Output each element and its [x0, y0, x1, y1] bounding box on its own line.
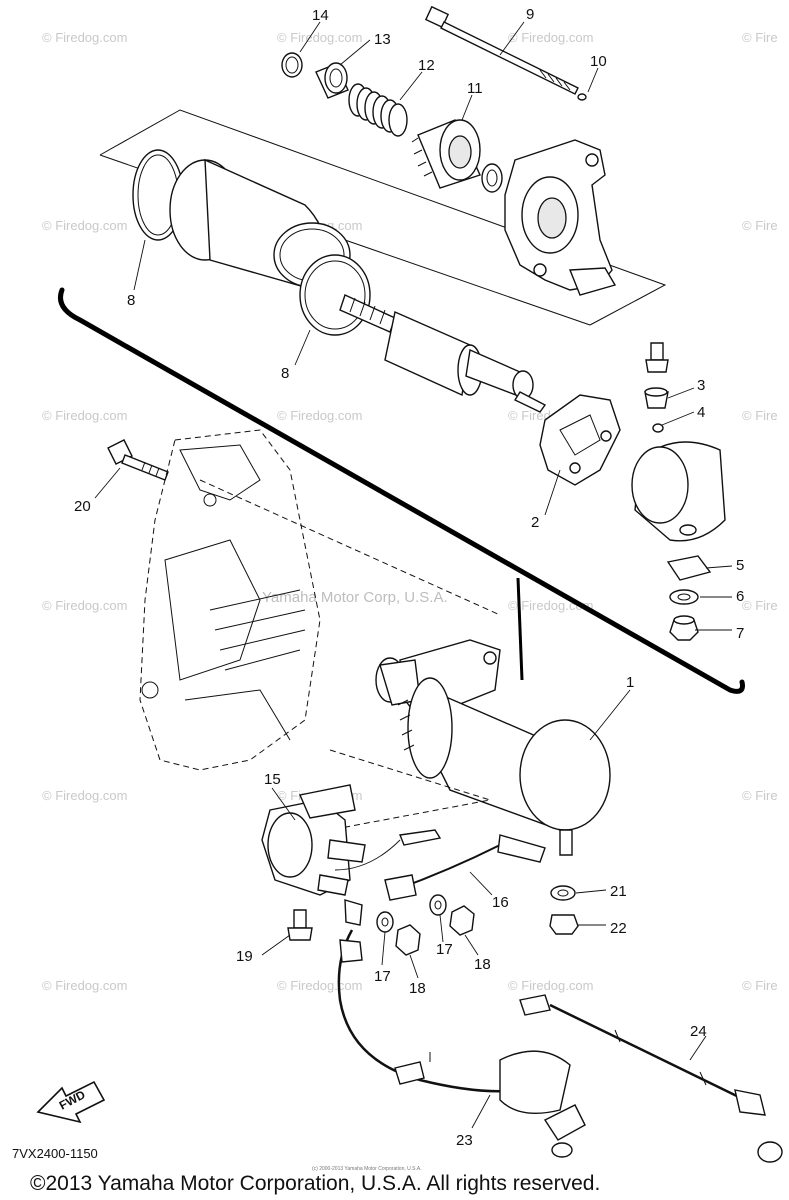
callout: 17 [374, 968, 391, 985]
callout: 18 [409, 980, 426, 997]
nut [449, 905, 475, 936]
relay-bolt [287, 909, 313, 941]
callout: 9 [526, 6, 534, 23]
washer [429, 894, 447, 916]
callout: 8 [281, 365, 289, 382]
watermark-center: Yamaha Motor Corp, U.S.A. [262, 589, 448, 606]
lock-washer [669, 589, 699, 605]
spring [348, 83, 408, 137]
relay-wire [334, 839, 401, 871]
watermark: © Firedog.com [42, 30, 127, 45]
callout: 7 [736, 625, 744, 642]
watermark: © Fire [742, 30, 778, 45]
watermark: © Fire [742, 788, 778, 803]
small-washer [652, 423, 664, 433]
watermark: © Fire [742, 978, 778, 993]
mount-bolt [107, 439, 169, 481]
callout: 8 [127, 292, 135, 309]
washer [376, 911, 394, 933]
grommet [644, 387, 669, 409]
callout: 11 [467, 80, 483, 97]
watermark: © Firedog.com [42, 408, 127, 423]
callout: 3 [697, 377, 705, 394]
watermark: © Firedog.com [42, 598, 127, 613]
small-print: (c) 2000-2013 Yamaha Motor Corporation, … [312, 1166, 422, 1172]
small-o-ring [281, 52, 303, 78]
rear-cover [631, 441, 726, 542]
starter-motor [375, 639, 611, 856]
yoke [169, 158, 351, 291]
callout: 17 [436, 941, 453, 958]
callout: 12 [418, 57, 435, 74]
callout: 14 [312, 7, 329, 24]
through-bolt [424, 5, 579, 95]
watermark: © Fire [742, 598, 778, 613]
engine-block [139, 429, 501, 771]
callout: 20 [74, 498, 91, 515]
bushing [481, 163, 503, 193]
nut [669, 615, 699, 641]
bracket-line [58, 287, 745, 694]
watermark: © Firedog.com [277, 30, 362, 45]
starter-lead [384, 834, 546, 901]
drive-gear [411, 119, 481, 189]
brush-holder [539, 394, 621, 486]
washer [550, 885, 576, 901]
watermark: © Firedog.com [42, 978, 127, 993]
callout: 6 [736, 588, 744, 605]
callout: 21 [610, 883, 627, 900]
callout: 24 [690, 1023, 707, 1040]
diagram-code: 7VX2400-1150 [12, 1146, 98, 1161]
relay-terminal [399, 829, 442, 846]
bracket-stem [516, 577, 524, 681]
callout-labels: 1 2 3 4 5 6 7 8 8 9 10 11 12 13 14 15 16… [74, 6, 744, 1149]
watermark: © Firedog.com [42, 218, 127, 233]
nut [395, 924, 421, 956]
copyright-notice: ©2013 Yamaha Motor Corporation, U.S.A. A… [30, 1172, 600, 1195]
callout: 4 [697, 404, 705, 421]
collar [315, 62, 349, 99]
assembly-outline [99, 109, 667, 326]
watermark: © Fire [742, 218, 778, 233]
yoke-o-ring [299, 254, 371, 336]
watermark: © Fire [742, 408, 778, 423]
battery-cable [337, 899, 586, 1158]
callout: 22 [610, 920, 627, 937]
forward-direction-indicator: FWD [36, 1080, 106, 1124]
callout: 15 [264, 771, 281, 788]
watermark: © Firedog.com [508, 30, 593, 45]
watermark: © Firedog.com [42, 788, 127, 803]
bolt-washer [577, 93, 587, 101]
watermark: © Firedog.com [277, 408, 362, 423]
callout: 13 [374, 31, 391, 48]
assembly-outline-lower [329, 749, 491, 831]
end-cover-bolt [645, 342, 669, 373]
armature [339, 294, 547, 413]
callout: 16 [492, 894, 509, 911]
leader-lines [94, 21, 733, 1129]
callout: 10 [590, 53, 607, 70]
callout: 1 [626, 674, 634, 691]
watermark: © Firedog.com [277, 978, 362, 993]
callout: 18 [474, 956, 491, 973]
ground-cable [519, 994, 783, 1163]
nut [549, 914, 579, 935]
callout: 19 [236, 948, 253, 965]
front-cover [504, 139, 617, 296]
callout: 2 [531, 514, 539, 531]
callout: 5 [736, 557, 744, 574]
starter-relay [261, 784, 366, 896]
watermark: © Firedog.com [508, 978, 593, 993]
forward-arrow-icon [36, 1080, 106, 1124]
callout: 23 [456, 1132, 473, 1149]
square-plate [666, 555, 712, 581]
